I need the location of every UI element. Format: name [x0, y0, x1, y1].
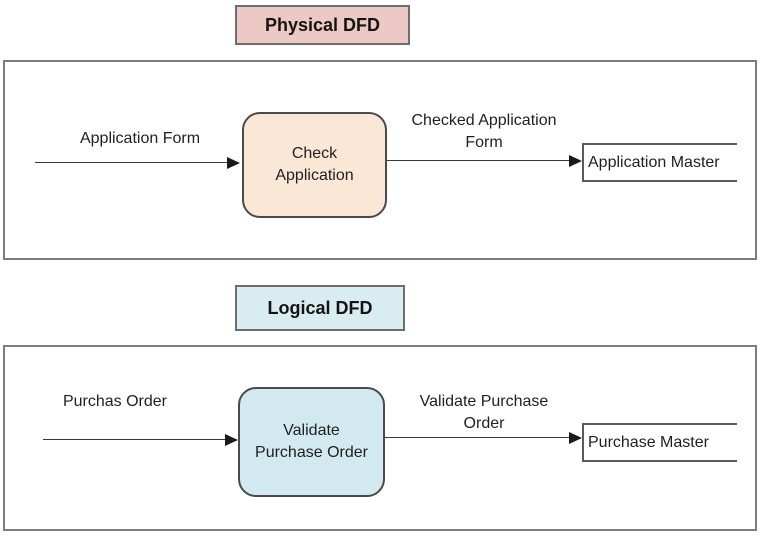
flow-label-checked-application-form: Checked Application Form — [411, 112, 557, 151]
process-check-application: Check Application — [242, 112, 387, 218]
process-validate-purchase-order-label: Validate Purchase Order — [255, 422, 368, 461]
arrowhead-icon — [225, 434, 238, 446]
flow-line-application-form — [35, 162, 228, 163]
process-validate-purchase-order: Validate Purchase Order — [238, 387, 385, 497]
arrowhead-icon — [227, 157, 240, 169]
arrowhead-icon — [569, 155, 582, 167]
flow-label-application-form: Application Form — [79, 130, 201, 147]
flow-line-purchas-order — [43, 439, 226, 440]
flow-label-purchas-order: Purchas Order — [62, 393, 168, 410]
flow-line-validate-purchase-order — [385, 437, 570, 438]
flow-label-validate-purchase-order: Validate Purchase Order — [419, 393, 549, 432]
data-store-application-master-label: Application Master — [588, 153, 720, 171]
arrowhead-icon — [569, 432, 582, 444]
logical-dfd-title: Logical DFD — [267, 297, 373, 318]
logical-dfd-title-box: Logical DFD — [235, 285, 405, 331]
physical-dfd-title-box: Physical DFD — [235, 5, 410, 45]
data-store-purchase-master-label: Purchase Master — [588, 433, 709, 451]
flow-line-checked-application-form — [387, 160, 570, 161]
process-check-application-label: Check Application — [275, 145, 354, 184]
physical-dfd-title: Physical DFD — [264, 14, 381, 35]
data-store-purchase-master: Purchase Master — [582, 423, 737, 462]
data-store-application-master: Application Master — [582, 143, 737, 182]
